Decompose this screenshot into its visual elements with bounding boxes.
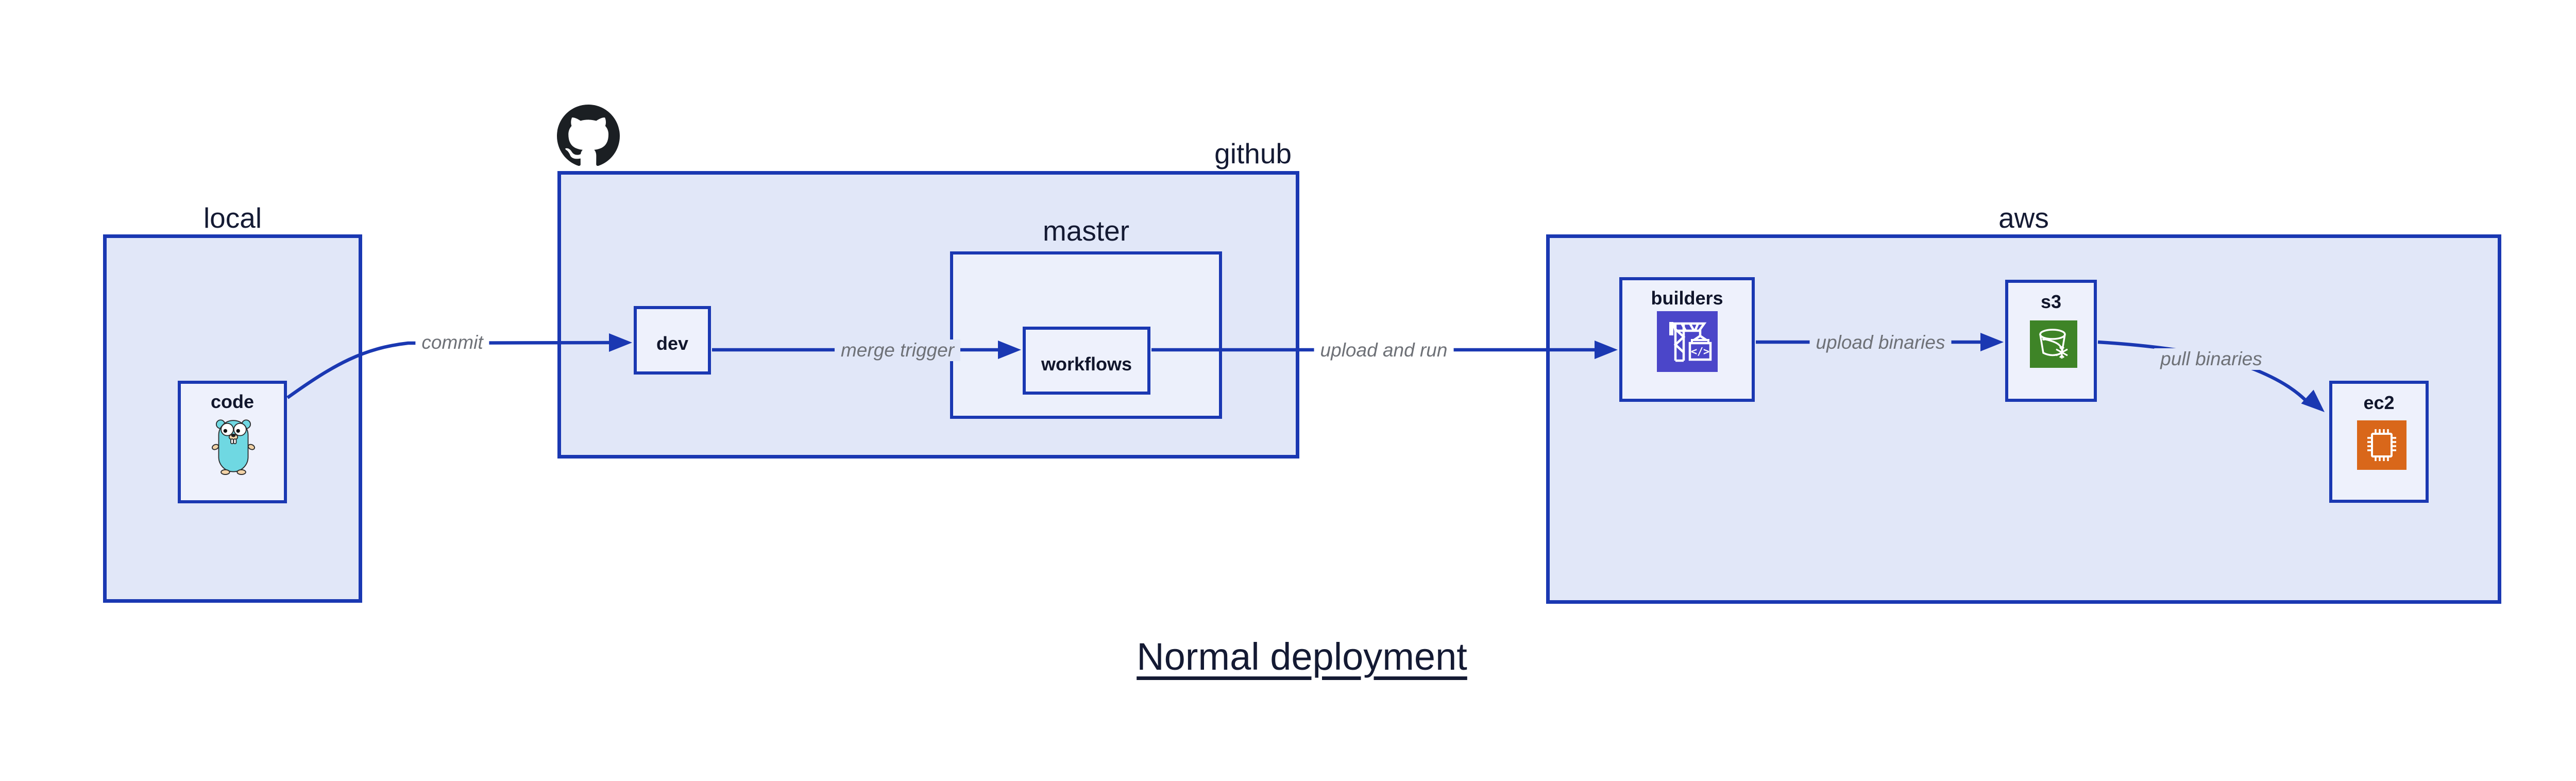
node-dev: dev [634, 306, 711, 375]
github-octocat-logo [557, 105, 620, 167]
node-ec2: ec2 [2329, 381, 2429, 503]
s3-glacier-bucket-icon [2030, 320, 2077, 368]
label-github: github [1214, 138, 1292, 169]
node-code-label: code [210, 391, 255, 412]
diagram-title: Normal deployment [0, 635, 2576, 678]
edge-label-upload-binaries: upload binaries [1809, 332, 1952, 353]
node-ec2-label: ec2 [2363, 392, 2395, 413]
edge-label-merge-trigger: merge trigger [834, 339, 961, 361]
node-builders: builders </> [1619, 277, 1755, 402]
node-workflows: workflows [1023, 327, 1150, 395]
node-code: code [178, 381, 287, 503]
ec2-chip-icon [2357, 420, 2406, 470]
label-master: master [1042, 215, 1130, 247]
node-workflows-label: workflows [1041, 353, 1132, 375]
go-gopher-icon [210, 415, 257, 476]
diagram-title-text: Normal deployment [1137, 635, 1467, 678]
codebuild-crane-icon: </> [1657, 311, 1718, 372]
edge-label-pull-binaries: pull binaries [2154, 348, 2268, 370]
code-brackets-glyph: </> [1691, 345, 1709, 358]
node-s3-label: s3 [2040, 291, 2062, 312]
edge-label-upload-and-run: upload and run [1314, 339, 1454, 361]
node-s3: s3 [2005, 280, 2097, 402]
node-builders-label: builders [1651, 287, 1723, 309]
label-aws: aws [1998, 202, 2049, 234]
node-dev-label: dev [656, 333, 689, 354]
edge-label-commit: commit [415, 332, 489, 353]
label-local: local [203, 202, 262, 234]
